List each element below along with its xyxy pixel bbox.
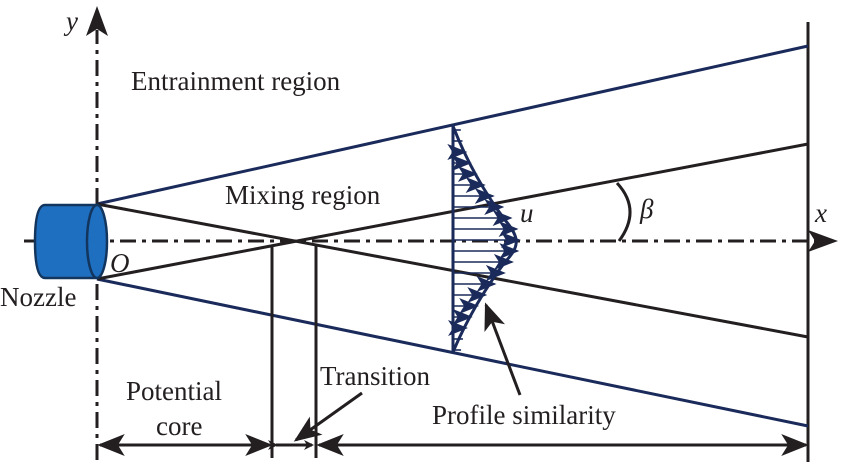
nozzle-label: Nozzle [0,282,76,312]
transition-pointer [293,391,363,442]
origin-label: O [110,248,130,278]
x-axis-label: x [814,198,827,228]
potential-core-label-line2: core [156,411,202,441]
velocity-label: u [520,198,534,228]
y-axis-label: y [63,6,78,36]
entrainment-region-label: Entrainment region [131,66,341,96]
outer-boundary-bottom [96,277,809,428]
y-axis-arrowhead [86,6,108,36]
transition-label: Transition [320,361,431,391]
angle-beta-label: β [639,194,654,224]
x-axis-arrowhead [808,230,838,252]
nozzle [33,203,109,280]
mixing-region-label: Mixing region [225,180,381,210]
profile-similarity-pointer [484,302,522,396]
outer-boundary-top [96,44,809,206]
potential-core-label-line1: Potential [126,376,222,406]
angle-beta-arc [615,181,632,242]
velocity-profile [447,125,521,353]
profile-similarity-label: Profile similarity [432,400,616,430]
